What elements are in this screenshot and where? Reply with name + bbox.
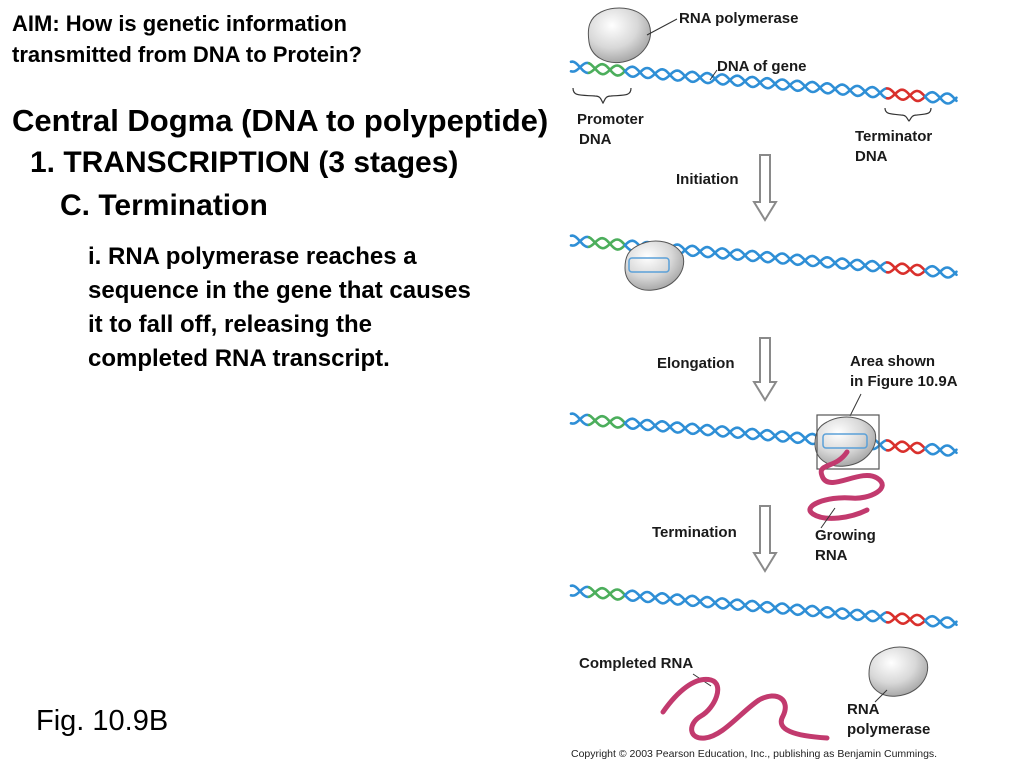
rna-polymerase-released-icon (868, 646, 929, 697)
label-terminator-dna: DNA (855, 148, 888, 165)
transcription-diagram: RNA polymerase DNA of gene Promoter DNA … (569, 7, 958, 760)
label-dna-of-gene: DNA of gene (717, 58, 806, 75)
label-rna: RNA (847, 701, 880, 718)
description-line-3: it to fall off, releasing the (88, 311, 373, 338)
rna-polymerase-pointer (646, 18, 678, 36)
label-completed-rna: Completed RNA (579, 655, 693, 672)
slide-subheading: 1. TRANSCRIPTION (3 stages) (30, 146, 459, 179)
rna-polymerase-elongation-icon (814, 416, 877, 467)
label-termination: Termination (652, 524, 737, 541)
slide-heading: Central Dogma (DNA to polypeptide) (12, 103, 549, 138)
terminator-brace (884, 107, 932, 122)
dna-of-gene-pointer (709, 69, 718, 81)
area-shown-box (816, 414, 880, 470)
label-growing-rna: RNA (815, 547, 848, 564)
label-polymerase: polymerase (847, 721, 930, 738)
released-polymerase-pointer (874, 689, 888, 703)
promoter-brace (572, 87, 632, 105)
label-rna-polymerase: RNA polymerase (679, 10, 799, 27)
label-promoter-dna: DNA (579, 131, 612, 148)
label-elongation: Elongation (657, 355, 735, 372)
aim-line-2: transmitted from DNA to Protein? (12, 42, 362, 67)
label-terminator: Terminator (855, 128, 932, 145)
rna-polymerase-top-icon (587, 7, 651, 64)
description-line-4: completed RNA transcript. (88, 345, 390, 372)
dna-helix-elongation (569, 412, 958, 457)
section-title: C. Termination (60, 189, 268, 222)
transcription-figure: RNA polymerase DNA of gene Promoter DNA … (565, 0, 1024, 768)
label-area-shown-figure: in Figure 10.9A (850, 373, 958, 390)
elongation-arrow-icon (752, 337, 778, 402)
completed-rna-strand (660, 676, 830, 741)
label-promoter: Promoter (577, 111, 644, 128)
termination-arrow-icon (752, 505, 778, 573)
label-growing: Growing (815, 527, 876, 544)
aim-question: AIM: How is genetic information transmit… (12, 8, 572, 70)
description-line-2: sequence in the gene that causes (88, 277, 471, 304)
aim-line-1: AIM: How is genetic information (12, 11, 347, 36)
dna-helix-termination (569, 584, 958, 629)
rna-polymerase-initiation-icon (624, 240, 685, 291)
dna-helix-top (569, 60, 958, 105)
dna-helix-initiation (569, 234, 958, 279)
figure-caption: Fig. 10.9B (36, 705, 169, 737)
area-shown-pointer (849, 393, 862, 417)
label-initiation: Initiation (676, 171, 739, 188)
copyright-notice: Copyright © 2003 Pearson Education, Inc.… (571, 748, 937, 760)
description-line-1: i. RNA polymerase reaches a (88, 243, 417, 270)
growing-rna-pointer (820, 507, 836, 529)
growing-rna-strand (807, 449, 885, 521)
termination-description: i. RNA polymerase reaches a sequence in … (88, 240, 558, 376)
initiation-arrow-icon (752, 154, 778, 222)
label-area-shown: Area shown (850, 353, 935, 370)
